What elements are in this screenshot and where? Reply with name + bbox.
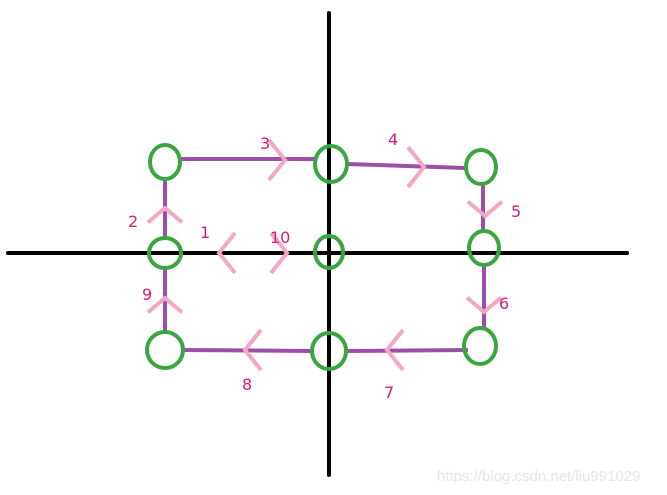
node-top-left [148,143,182,181]
arrow-left-icon [384,328,405,372]
axes [6,11,629,477]
arrow-left-icon [216,231,237,275]
node-bottom-center [310,331,348,371]
step-label-6: 6 [499,294,509,313]
node-top-center [313,144,349,184]
step-label-2: 2 [128,212,138,231]
node-middle-right [467,229,501,267]
node-middle-left [147,236,183,270]
direction-arrows [146,138,504,372]
step-label-5: 5 [511,202,521,221]
step-label-4: 4 [388,130,398,149]
arrow-right-icon [269,231,290,275]
step-label-10: 10 [270,228,290,247]
path-segment-top-center-to-top-right [346,162,467,170]
node-bottom-right [462,326,498,366]
step-label-8: 8 [242,375,252,394]
step-labels: 1 2 3 4 5 6 7 8 9 10 [128,130,521,402]
arrow-left-icon [242,328,263,372]
arrow-down-icon [465,296,503,315]
node-center [313,234,345,270]
grid-nodes [145,143,501,371]
step-label-1: 1 [200,223,210,242]
node-bottom-left [145,330,185,370]
arrow-down-icon [466,200,504,219]
arrow-up-icon [146,295,184,314]
step-label-9: 9 [142,285,152,304]
arrow-right-icon [406,145,427,189]
watermark-text: https://blog.csdn.net/liu991029 [437,468,640,485]
arrow-right-icon [267,138,288,182]
step-label-3: 3 [260,134,270,153]
path-segment-bottom-right-to-bottom-center [345,348,469,353]
arrow-up-icon [146,205,184,224]
step-label-7: 7 [384,383,394,402]
node-top-right [464,148,498,186]
